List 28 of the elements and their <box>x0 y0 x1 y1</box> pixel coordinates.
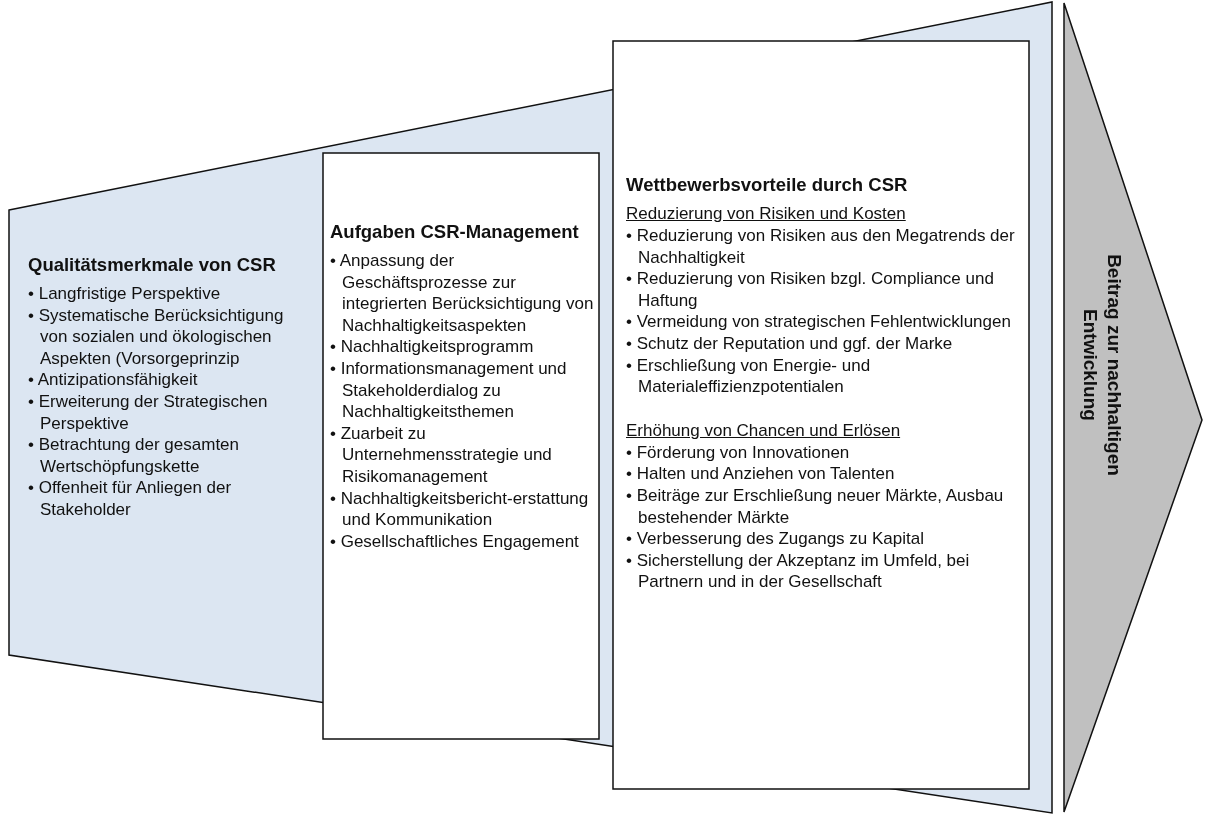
bullet-item: • Reduzierung von Risiken aus den Megatrends der Nachhaltigkeit <box>626 225 1016 269</box>
bullet-item: • Sicherstellung der Akzeptanz im Umfeld, bei Partnern und in der Gesellschaft <box>626 549 971 593</box>
bullet-item: • Nachhaltigkeitsprogramm <box>330 336 535 358</box>
bullet-item: • Zuarbeit zu Unternehmensstrategie und Risikomanagement <box>330 422 553 488</box>
bullet-item: • Informationsmanagement und Stakeholderdialog zu Nachhaltigkeitsthemen <box>330 357 568 423</box>
bullet-item: • Förderung von Innovationen <box>626 441 851 464</box>
bullet-item: • Verbesserung des Zugangs zu Kapital <box>626 528 925 550</box>
bullet-item: • Anpassung der Geschäftsprozesse zur integrierten Berücksichtigung von Nachhaltigkeitsaspekten <box>330 250 595 337</box>
bullet-item: • Systematische Berücksichtigung von sozialen und ökologischen Aspekten (Vorsorgeprinzip <box>28 304 285 370</box>
bullet-item: • Offenheit für Anliegen der Stakeholder <box>28 477 233 521</box>
arrow-label: Beitrag zur nachhaltigen Entwicklung <box>1079 253 1126 478</box>
column-heading: Aufgaben CSR-Management <box>330 221 580 243</box>
column-heading: Qualitätsmerkmale von CSR <box>28 254 277 276</box>
bullet-item: • Beiträge zur Erschließung neuer Märkte, Ausbau bestehender Märkte <box>626 484 1005 529</box>
column-heading: Wettbewerbsvorteile durch CSR <box>626 174 909 196</box>
bullet-item: • Schutz der Reputation und ggf. der Marke <box>626 332 954 355</box>
bullet-item: • Langfristige Perspektive <box>28 283 222 305</box>
section-subheading: Erhöhung von Chancen und Erlösen <box>626 419 902 442</box>
bullet-item: • Halten und Anziehen von Talenten <box>626 463 896 485</box>
section-subheading: Reduzierung von Risiken und Kosten <box>626 203 907 225</box>
bullet-item: • Vermeidung von strategischen Fehlentwicklungen <box>626 311 1012 333</box>
bullet-item: • Nachhaltigkeitsbericht-erstattung und Kommunikation <box>330 487 590 531</box>
bullet-item: • Gesellschaftliches Engagement <box>330 530 580 553</box>
bullet-item: • Erschließung von Energie- und Materialeffizienzpotentialen <box>626 354 872 398</box>
bullet-item: • Reduzierung von Risiken bzgl. Compliance und Haftung <box>626 268 995 312</box>
bullet-item: • Erweiterung der Strategischen Perspektive <box>28 390 269 435</box>
bullet-item: • Antizipationsfähigkeit <box>28 369 199 391</box>
bullet-item: • Betrachtung der gesamten Wertschöpfungskette <box>28 434 241 478</box>
